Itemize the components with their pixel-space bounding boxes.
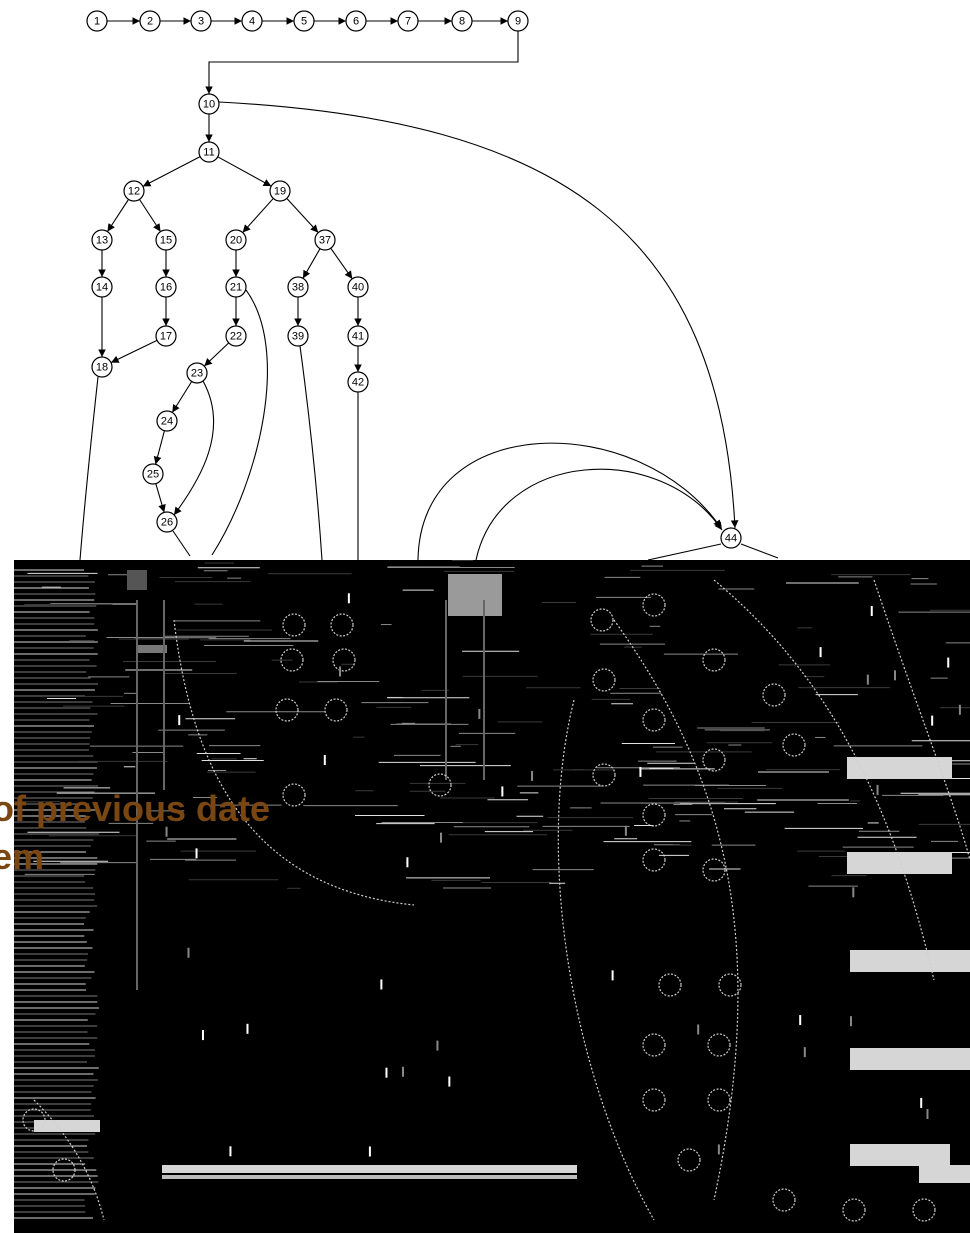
edge-19-37: [286, 197, 319, 234]
node-label-4: 4: [249, 16, 255, 28]
node-26: 26: [156, 511, 178, 533]
edge-26-down: [172, 530, 191, 557]
edge-19-20: [242, 198, 274, 233]
node-23: 23: [186, 362, 208, 384]
edge-11-19: [217, 156, 272, 187]
node-12: 12: [123, 180, 145, 202]
node-7: 7: [397, 10, 419, 32]
node-label-20: 20: [230, 235, 242, 247]
node-14: 14: [91, 276, 113, 298]
edge-22-23: [203, 342, 230, 367]
node-9: 9: [507, 10, 529, 32]
edge-37-40: [330, 247, 353, 280]
node-label-40: 40: [352, 282, 364, 294]
node-label-23: 23: [191, 368, 203, 380]
node-label-5: 5: [301, 16, 307, 28]
node-label-11: 11: [203, 147, 214, 159]
node-17: 17: [155, 325, 177, 347]
node-1: 1: [86, 10, 108, 32]
edge-44-right: [740, 543, 779, 559]
node-label-39: 39: [292, 331, 304, 343]
edge-in-44-b: [475, 468, 723, 560]
node-label-7: 7: [405, 16, 411, 28]
node-15: 15: [155, 229, 177, 251]
node-label-18: 18: [96, 362, 108, 374]
node-label-2: 2: [147, 16, 153, 28]
node-label-37: 37: [319, 235, 331, 247]
node-label-17: 17: [160, 331, 172, 343]
node-4: 4: [241, 10, 263, 32]
node-2: 2: [139, 10, 161, 32]
node-22: 22: [225, 325, 247, 347]
edge-25-26: [155, 483, 166, 513]
edge-9-10: [205, 31, 519, 94]
node-label-14: 14: [96, 282, 108, 294]
node-42: 42: [347, 371, 369, 393]
node-16: 16: [155, 276, 177, 298]
edge-10-44: [218, 101, 739, 529]
node-21: 21: [225, 276, 247, 298]
node-label-16: 16: [160, 282, 172, 294]
node-19: 19: [269, 180, 291, 202]
edge-18-down: [79, 376, 99, 560]
node-38: 38: [287, 276, 309, 298]
node-5: 5: [293, 10, 315, 32]
corrupted-image-region: [14, 560, 970, 1233]
node-39: 39: [287, 325, 309, 347]
node-40: 40: [347, 276, 369, 298]
node-24: 24: [156, 410, 178, 432]
node-label-12: 12: [128, 186, 140, 198]
node-label-44: 44: [725, 533, 737, 545]
node-label-15: 15: [160, 235, 172, 247]
edge-37-38: [302, 248, 321, 279]
edge-24-25: [153, 430, 165, 465]
node-3: 3: [190, 10, 212, 32]
node-label-38: 38: [292, 282, 304, 294]
node-label-22: 22: [230, 331, 242, 343]
edge-12-13: [107, 199, 129, 232]
node-20: 20: [225, 229, 247, 251]
edge-23-24: [171, 381, 193, 413]
edge-23-26: [173, 380, 215, 516]
node-label-19: 19: [274, 186, 286, 198]
node-label-24: 24: [161, 416, 173, 428]
node-label-42: 42: [352, 377, 364, 389]
caption-text: of previous date em: [0, 785, 270, 881]
node-44: 44: [720, 527, 742, 549]
node-37: 37: [314, 229, 336, 251]
node-label-8: 8: [459, 16, 465, 28]
node-10: 10: [198, 93, 220, 115]
edge-44-left: [647, 543, 722, 560]
node-18: 18: [91, 356, 113, 378]
node-label-26: 26: [161, 517, 173, 529]
edge-11-12: [142, 156, 201, 187]
node-13: 13: [91, 229, 113, 251]
node-label-3: 3: [198, 16, 204, 28]
caption-line-1: of previous date: [0, 788, 271, 829]
node-6: 6: [345, 10, 367, 32]
edge-in-44-a: [417, 442, 722, 560]
node-label-25: 25: [147, 469, 159, 481]
node-label-6: 6: [353, 16, 359, 28]
node-41: 41: [347, 325, 369, 347]
caption-line-2: em: [0, 836, 45, 877]
node-11: 11: [198, 141, 220, 163]
node-label-21: 21: [230, 282, 242, 294]
edge-12-15: [139, 199, 161, 232]
edge-39-down: [299, 345, 323, 560]
edge-17-18: [110, 339, 158, 364]
node-8: 8: [451, 10, 473, 32]
node-label-1: 1: [94, 16, 100, 28]
node-label-13: 13: [96, 235, 108, 247]
node-label-10: 10: [203, 99, 215, 111]
node-25: 25: [142, 463, 164, 485]
edge-21-down: [211, 289, 268, 556]
node-label-41: 41: [352, 331, 364, 343]
node-label-9: 9: [515, 16, 521, 28]
